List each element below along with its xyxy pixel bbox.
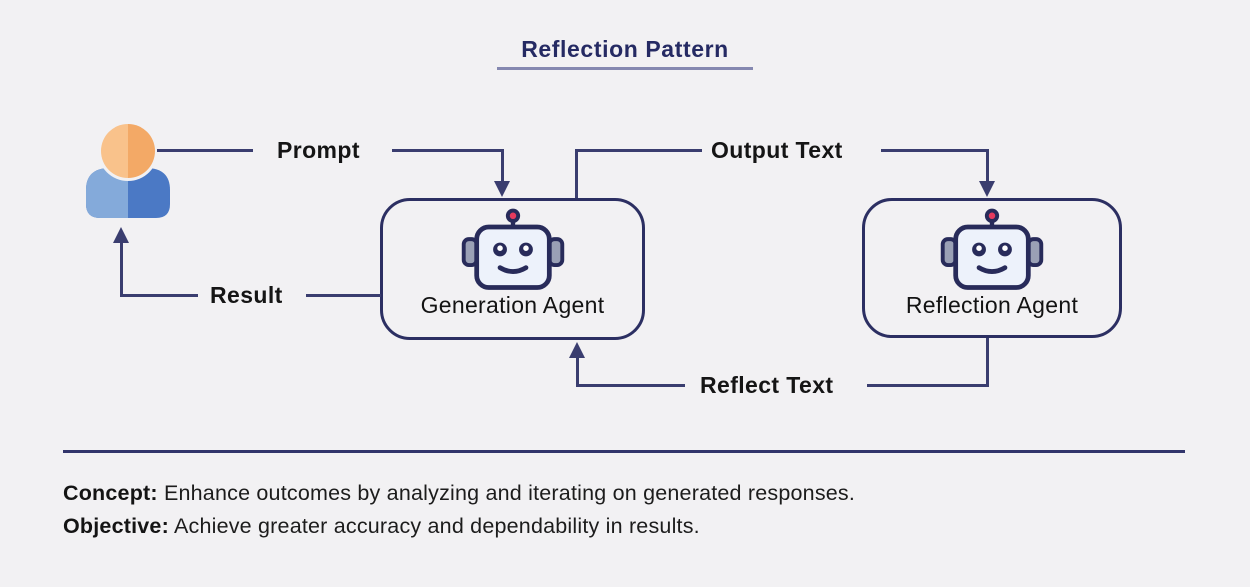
- page-title: Reflection Pattern: [521, 36, 729, 62]
- objective-line: Objective: Achieve greater accuracy and …: [63, 513, 700, 540]
- reflect-edge-label: Reflect Text: [700, 372, 834, 398]
- prompt-edge-segment: [157, 149, 253, 152]
- reflection-agent-label: Reflection Agent: [905, 292, 1079, 318]
- output-edge-segment: [986, 149, 989, 183]
- reflect-edge-segment: [867, 384, 989, 387]
- generation-agent-label: Generation Agent: [420, 292, 605, 318]
- objective-label: Objective:: [63, 514, 169, 538]
- section-divider: [63, 450, 1185, 453]
- concept-line: Concept: Enhance outcomes by analyzing a…: [63, 480, 855, 507]
- user-body-left: [86, 168, 128, 218]
- user-head-right: [128, 124, 155, 178]
- user-icon: [86, 122, 170, 218]
- output-edge-segment: [575, 150, 578, 198]
- result-edge-segment: [306, 294, 381, 297]
- generation-agent-node: Generation Agent: [380, 198, 645, 340]
- prompt-edge-segment: [392, 149, 504, 152]
- output-edge-label: Output Text: [711, 137, 843, 163]
- output-arrowhead-icon: [979, 181, 995, 197]
- title-underline: [497, 67, 753, 71]
- prompt-edge-label: Prompt: [277, 137, 360, 163]
- reflect-arrowhead-icon: [569, 342, 585, 358]
- reflection-agent-node: Reflection Agent: [862, 198, 1122, 338]
- concept-text: Enhance outcomes by analyzing and iterat…: [163, 481, 856, 505]
- reflect-edge-segment: [576, 356, 579, 387]
- title-wrap: Reflection Pattern: [0, 0, 1250, 71]
- result-edge-segment: [120, 294, 198, 297]
- result-edge-label: Result: [210, 282, 283, 308]
- result-edge-segment: [120, 243, 123, 297]
- output-edge-segment: [575, 149, 702, 152]
- prompt-edge-segment: [501, 149, 504, 183]
- user-head-left: [101, 124, 128, 178]
- robot-icon: [461, 208, 564, 290]
- objective-text: Achieve greater accuracy and dependabili…: [173, 514, 700, 538]
- robot-icon: [940, 208, 1044, 290]
- prompt-arrowhead-icon: [494, 181, 510, 197]
- output-edge-segment: [881, 149, 989, 152]
- reflect-edge-segment: [577, 384, 685, 387]
- reflect-edge-segment: [986, 338, 989, 387]
- concept-label: Concept:: [63, 481, 158, 505]
- result-arrowhead-icon: [113, 227, 129, 243]
